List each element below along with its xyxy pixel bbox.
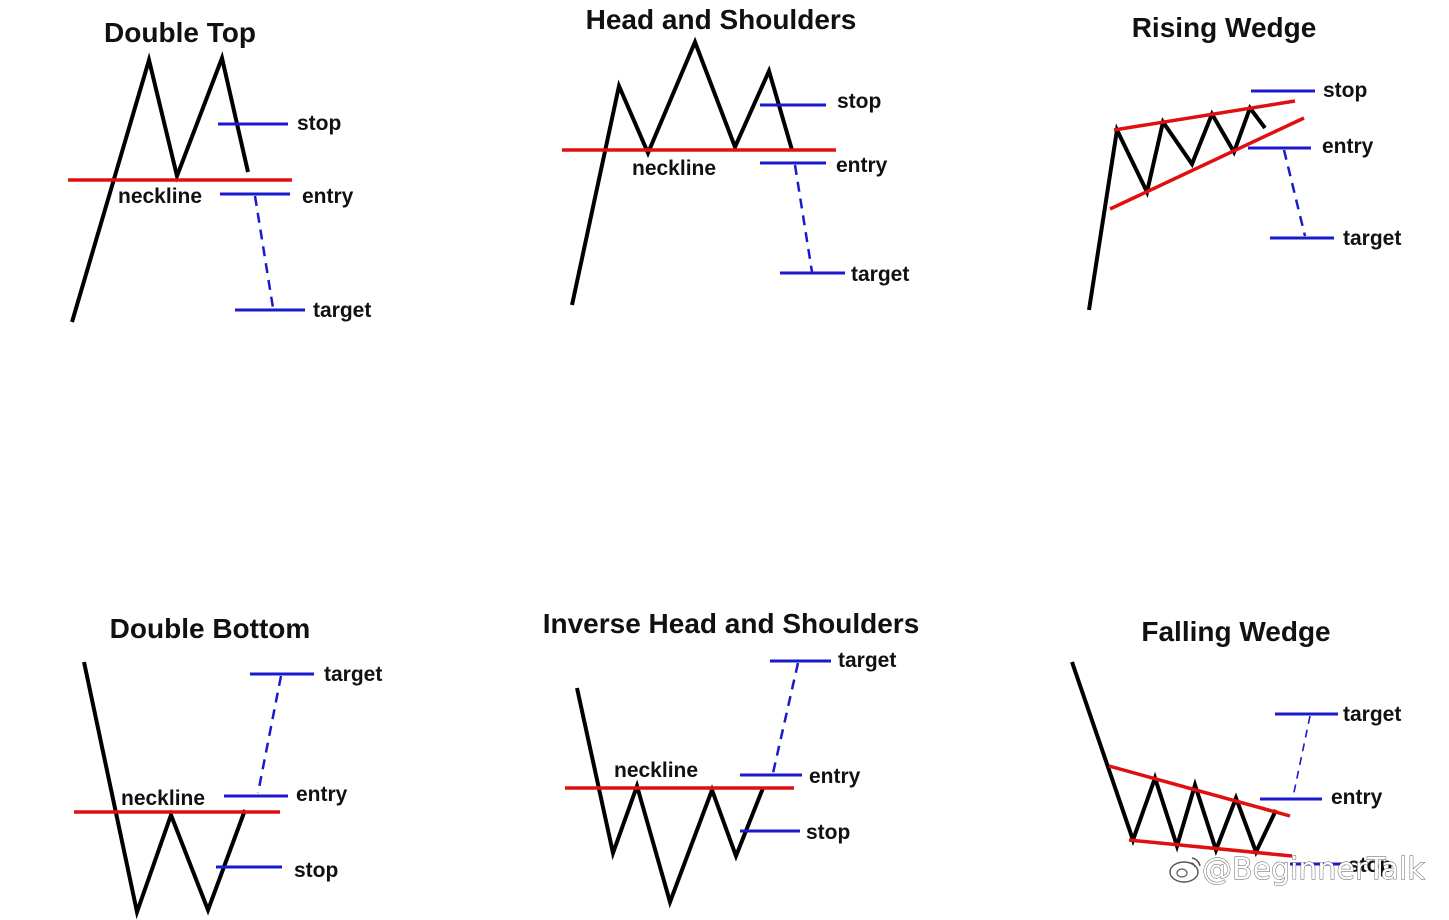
inverse-head-and-shoulders-target-label: target [838,649,896,672]
head-and-shoulders-price-line [570,36,794,306]
head-and-shoulders-stop-label: stop [837,90,881,113]
double-bottom-target-label: target [324,663,382,686]
double-top-price-line [70,51,250,323]
double-bottom-neckline-label: neckline [121,787,205,810]
falling-wedge-price-line [1070,661,1278,858]
head-and-shoulders-panel: Head and Shoulders neckline stop entry t… [562,4,909,306]
inverse-head-and-shoulders-price-line [575,687,765,909]
double-top-stop-label: stop [297,112,341,135]
double-bottom-title: Double Bottom [110,613,311,644]
falling-wedge-stop-label: stop [1348,854,1392,877]
falling-wedge-title: Falling Wedge [1141,616,1330,647]
rising-wedge-upper-trendline [1113,99,1296,132]
double-top-title: Double Top [104,17,256,48]
double-bottom-panel: Double Bottom neckline target entry stop [74,613,382,920]
inverse-head-and-shoulders-neckline-label: neckline [614,759,698,782]
head-and-shoulders-target-projection [793,164,814,273]
double-top-panel: Double Top neckline stop entry target [68,17,371,323]
double-bottom-price-line [82,661,247,920]
falling-wedge-panel: Falling Wedge target entry stop [1070,616,1401,877]
rising-wedge-entry-label: entry [1322,135,1374,158]
watermark: @BeginnerTalk [1169,852,1426,887]
rising-wedge-price-line [1087,103,1267,311]
double-bottom-target-projection [256,675,283,794]
watermark-text: @BeginnerTalk [1202,852,1425,887]
inverse-head-and-shoulders-title: Inverse Head and Shoulders [543,608,920,639]
double-top-target-projection [253,195,275,309]
head-and-shoulders-neckline-label: neckline [632,157,716,180]
head-and-shoulders-title: Head and Shoulders [586,4,857,35]
head-and-shoulders-entry-label: entry [836,154,888,177]
falling-wedge-upper-trendline [1108,764,1291,818]
inverse-head-and-shoulders-stop-label: stop [806,821,850,844]
inverse-head-and-shoulders-target-projection [771,662,800,774]
rising-wedge-target-label: target [1343,227,1401,250]
rising-wedge-title: Rising Wedge [1132,12,1317,43]
falling-wedge-target-label: target [1343,703,1401,726]
double-top-target-label: target [313,299,371,322]
inverse-head-and-shoulders-entry-label: entry [809,765,861,788]
falling-wedge-entry-label: entry [1331,786,1383,809]
double-top-entry-label: entry [302,185,354,208]
rising-wedge-stop-label: stop [1323,79,1367,102]
rising-wedge-target-projection [1282,149,1307,237]
double-bottom-entry-label: entry [296,783,348,806]
falling-wedge-target-projection [1292,715,1311,798]
weibo-logo-icon [1169,857,1201,883]
falling-wedge-lower-trendline [1128,838,1293,858]
double-top-neckline-label: neckline [118,185,202,208]
head-and-shoulders-target-label: target [851,263,909,286]
double-bottom-stop-label: stop [294,859,338,882]
inverse-head-and-shoulders-panel: Inverse Head and Shoulders neckline targ… [543,608,920,909]
rising-wedge-lower-trendline [1109,116,1305,211]
rising-wedge-panel: Rising Wedge stop entry target [1087,12,1401,311]
